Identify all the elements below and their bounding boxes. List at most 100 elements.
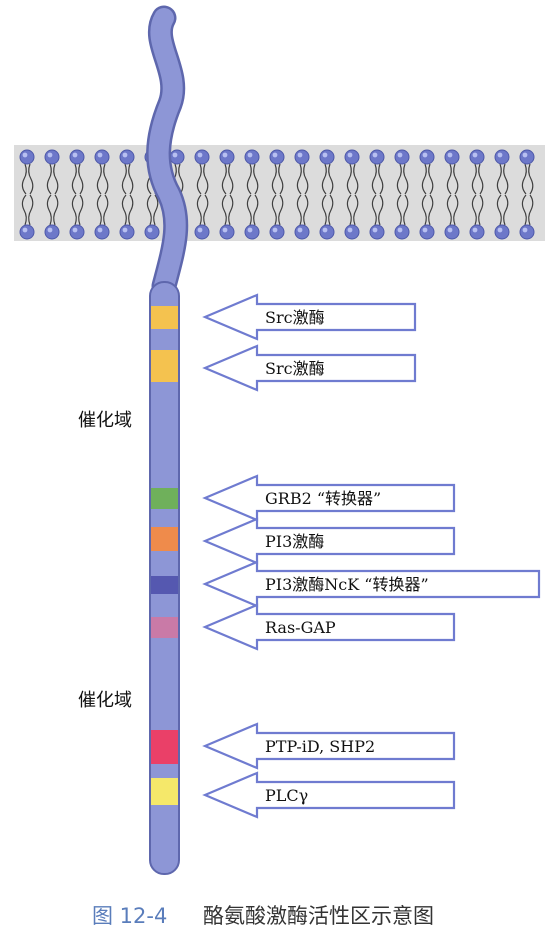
lipid-tail (521, 194, 527, 226)
lipid-head-highlight (347, 227, 353, 233)
lipid-head (44, 224, 60, 240)
receptor-extracellular-fill (148, 8, 186, 296)
lipid-head-highlight (272, 227, 278, 233)
lipid-head-highlight (72, 152, 78, 158)
lipid-head-highlight (72, 227, 78, 233)
lipid-head (94, 149, 110, 165)
lipid-tail (196, 163, 202, 195)
lipid-tail (96, 163, 102, 195)
site-band-src1 (151, 306, 178, 329)
lipid-head (69, 224, 85, 240)
catalytic-domain-label-upper: 催化域 (78, 410, 132, 431)
lipid-head (144, 224, 160, 240)
lipid-head (119, 224, 135, 240)
lipid-tail (396, 194, 402, 226)
arrow-src1 (202, 293, 417, 341)
lipid-tail (296, 194, 302, 226)
phosphorylation-sites (151, 306, 178, 805)
lipid-tail (403, 163, 409, 195)
lipid-tail (421, 163, 427, 195)
lipid-tail (228, 194, 234, 226)
lipid-tail (153, 194, 159, 226)
lipid-head-highlight (47, 152, 53, 158)
lipid-tail (521, 163, 527, 195)
lipid-head (69, 149, 85, 165)
lipid-tail (378, 163, 384, 195)
arrow-label-pi3: PI3激酶 (265, 532, 324, 551)
lipid-head-highlight (222, 152, 228, 158)
arrow-label-pi3nck: PI3激酶NcK “转换器” (265, 575, 429, 594)
lipid-tail (303, 163, 309, 195)
lipid-tail (453, 194, 459, 226)
lipid-head-highlight (22, 227, 28, 233)
lipid-tail (371, 163, 377, 195)
lipid-tail (253, 163, 259, 195)
catalytic-domain-label-lower: 催化域 (78, 690, 132, 711)
lipid-tail (503, 194, 509, 226)
lipid-tail (353, 163, 359, 195)
site-band-src2 (151, 350, 178, 382)
lipid-head (319, 224, 335, 240)
lipid-tail (53, 163, 59, 195)
site-band-pi3nck (151, 576, 178, 594)
lipid-tail (378, 194, 384, 226)
arrow-plc (202, 771, 456, 819)
lipid-head (444, 224, 460, 240)
lipid-tail (178, 163, 184, 195)
lipid-head (369, 224, 385, 240)
lipid-head (344, 224, 360, 240)
lipid-tail (28, 163, 34, 195)
lipid-head-highlight (297, 152, 303, 158)
lipid-head (319, 149, 335, 165)
arrow-rasgap (202, 603, 456, 651)
lipid-tail (96, 194, 102, 226)
lipid-head-highlight (472, 227, 478, 233)
lipid-tail (271, 194, 277, 226)
lipid-head (169, 149, 185, 165)
lipid-tail (253, 194, 259, 226)
lipid-head (219, 224, 235, 240)
lipid-head-highlight (197, 227, 203, 233)
lipid-tail (221, 163, 227, 195)
lipid-head (469, 149, 485, 165)
lipid-tail (403, 194, 409, 226)
lipid-tail (28, 194, 34, 226)
lipid-head (244, 149, 260, 165)
lipid-tail (271, 163, 277, 195)
arrow-label-src2: Src激酶 (265, 359, 325, 378)
lipid-tail (371, 194, 377, 226)
lipid-head (294, 224, 310, 240)
lipid-tail (328, 194, 334, 226)
lipid-head (94, 224, 110, 240)
lipid-tail (196, 194, 202, 226)
lipid-tail (528, 194, 534, 226)
lipid-tail (78, 163, 84, 195)
lipid-tail (128, 163, 134, 195)
lipid-tail (478, 194, 484, 226)
lipid-head-highlight (447, 227, 453, 233)
lipid-tail (321, 194, 327, 226)
lipid-head-highlight (22, 152, 28, 158)
lipid-head-highlight (347, 152, 353, 158)
lipid-tail (121, 163, 127, 195)
lipid-tail (428, 163, 434, 195)
lipid-tail (428, 194, 434, 226)
lipid-head (219, 149, 235, 165)
figure-number: 图 12-4 (92, 904, 167, 928)
arrow-src2 (202, 344, 417, 392)
lipid-tail (53, 194, 59, 226)
lipid-head-highlight (497, 227, 503, 233)
site-band-pi3 (151, 527, 178, 551)
lipid-head-highlight (447, 152, 453, 158)
site-band-ptp (151, 730, 178, 764)
lipid-head (519, 149, 535, 165)
lipid-head (444, 149, 460, 165)
lipid-tail (328, 163, 334, 195)
lipid-tail (128, 194, 134, 226)
lipid-tail (471, 163, 477, 195)
lipid-head-highlight (297, 227, 303, 233)
figure-title: 酪氨酸激酶活性区示意图 (203, 904, 434, 928)
lipid-head-highlight (472, 152, 478, 158)
arrow-ptp (202, 722, 456, 770)
